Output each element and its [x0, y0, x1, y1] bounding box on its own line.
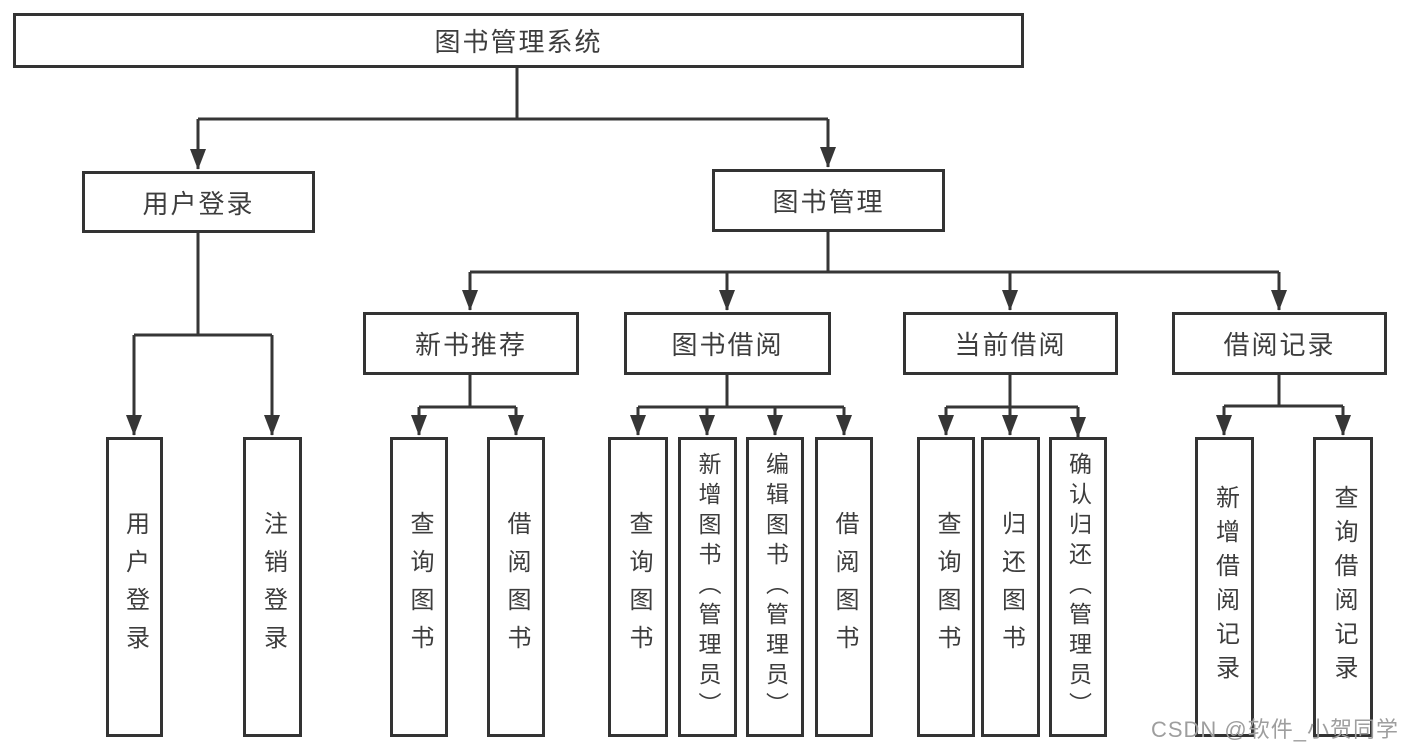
connector-root-rail: [198, 68, 828, 121]
leaf-user-login: 用户登录: [106, 437, 163, 737]
leaf-query-borrow-record: 查询借阅记录: [1313, 437, 1373, 737]
node-new-book-recommend: 新书推荐: [363, 312, 579, 375]
connector-book-management-rail: [470, 232, 1279, 274]
leaf-query-book-1: 查询图书: [390, 437, 448, 737]
leaf-query-book-2: 查询图书: [608, 437, 668, 737]
node-book-borrow: 图书借阅: [624, 312, 831, 375]
connector-current-borrow-rail: [946, 375, 1078, 409]
connector-borrow-records-rail: [1224, 375, 1343, 408]
leaf-return-book: 归还图书: [981, 437, 1040, 737]
leaf-query-book-3: 查询图书: [917, 437, 975, 737]
csdn-watermark: CSDN @软件_小贺同学: [1150, 717, 1399, 742]
node-book-management: 图书管理: [712, 169, 945, 232]
node-current-borrow: 当前借阅: [903, 312, 1118, 375]
connector-book-borrow-rail: [638, 375, 844, 409]
node-root-system: 图书管理系统: [13, 13, 1024, 68]
leaf-edit-book-admin: 编辑图书（管理员）: [746, 437, 804, 737]
leaf-logout: 注销登录: [243, 437, 302, 737]
connector-new-book-recommend-rail: [419, 375, 516, 409]
node-user-login: 用户登录: [82, 171, 315, 233]
leaf-confirm-return-admin: 确认归还（管理员）: [1049, 437, 1107, 737]
leaf-add-book-admin: 新增图书（管理员）: [678, 437, 737, 737]
leaf-borrow-book-1: 借阅图书: [487, 437, 545, 737]
leaf-add-borrow-record: 新增借阅记录: [1195, 437, 1254, 737]
connector-user-login-rail: [134, 233, 272, 337]
leaf-borrow-book-2: 借阅图书: [815, 437, 873, 737]
node-borrow-records: 借阅记录: [1172, 312, 1387, 375]
